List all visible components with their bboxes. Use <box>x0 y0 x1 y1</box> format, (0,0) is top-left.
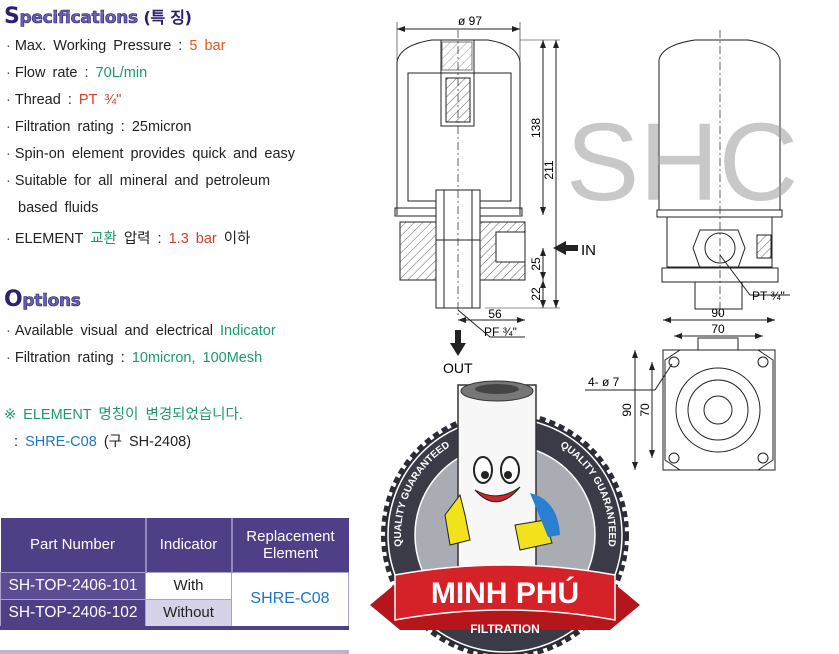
spec-flow-rate: ·Flow rate : 70L/min <box>6 65 148 81</box>
table-bottom-border <box>0 626 349 630</box>
in-label: IN <box>581 242 596 259</box>
specifications-heading: Specifications (특 징) <box>4 4 192 29</box>
dim-90-horizontal: 90 <box>711 306 725 320</box>
dim-70-horizontal: 70 <box>711 322 725 336</box>
out-arrow-icon <box>450 330 466 356</box>
bottom-view <box>585 317 776 471</box>
spec-element-pressure: ·ELEMENT 교환 압력 : 1.3 bar 이하 <box>6 231 251 247</box>
shc-watermark: SHC <box>566 101 798 224</box>
spec-spin-on: ·Spin-on element provides quick and easy <box>6 146 296 162</box>
dim-25: 25 <box>529 257 543 271</box>
pf-thread: PF ¾" <box>484 325 517 339</box>
section-view <box>394 22 560 338</box>
table-row: SH-TOP-2406-102 Without <box>0 598 349 627</box>
dim-90-vertical: 90 <box>620 403 634 417</box>
brand-name: MINH PHÚ <box>431 576 579 610</box>
part-number-cell: SH-TOP-2406-102 <box>0 598 146 627</box>
replacement-cell: SHRE-C08 <box>231 571 349 627</box>
dim-70-vertical: 70 <box>638 403 652 417</box>
out-label: OUT <box>443 360 473 376</box>
indicator-cell: Without <box>145 598 232 627</box>
options-heading: Options <box>4 287 81 312</box>
spec-filtration: ·Filtration rating : 25micron <box>6 119 192 135</box>
filter-mascot <box>444 380 560 586</box>
dim-22: 22 <box>529 287 543 301</box>
spec-pressure: ·Max. Working Pressure : 5 bar <box>6 38 226 54</box>
notice-new-name: : SHRE-C08 (구 SH-2408) <box>14 434 192 450</box>
dim-211: 211 <box>542 160 556 179</box>
heading-rest: ptions <box>22 291 81 312</box>
spec-suitable: ·Suitable for all mineral and petroleum <box>6 173 271 189</box>
notice-line: ※ ELEMENT 명칭이 변경되었습니다. <box>4 407 243 423</box>
heading-rest: pecifications <box>19 8 138 29</box>
brand-sub: FILTRATION <box>470 622 540 636</box>
table-header-row: Part Number Indicator Replacement Elemen… <box>0 518 349 572</box>
header-indicator: Indicator <box>145 518 233 572</box>
dim-diameter: ø 97 <box>458 14 482 28</box>
part-number-table: Part Number Indicator Replacement Elemen… <box>0 518 349 627</box>
pt-thread: PT ¾" <box>752 289 785 303</box>
spec-suitable-cont: based fluids <box>18 200 99 216</box>
option-indicator: ·Available visual and electrical Indicat… <box>6 323 276 339</box>
heading-initial: O <box>4 287 23 312</box>
dim-138: 138 <box>529 118 543 138</box>
side-view <box>656 30 790 315</box>
spec-thread: ·Thread : PT ¾" <box>6 92 122 108</box>
next-table-border <box>0 650 349 654</box>
header-replacement: Replacement Element <box>231 518 349 572</box>
in-arrow-icon <box>553 241 578 255</box>
holes-label: 4- ø 7 <box>588 375 620 389</box>
dim-56: 56 <box>488 307 502 321</box>
minh-phu-logo: QUALITY GUARANTEED QUALITY GUARANTEED MI… <box>370 380 640 654</box>
heading-initial: S <box>4 4 20 29</box>
heading-korean: (특 징) <box>143 8 192 27</box>
header-part-number: Part Number <box>0 518 147 572</box>
red-ribbon <box>370 564 640 630</box>
option-filtration: ·Filtration rating : 10micron, 100Mesh <box>6 350 263 366</box>
